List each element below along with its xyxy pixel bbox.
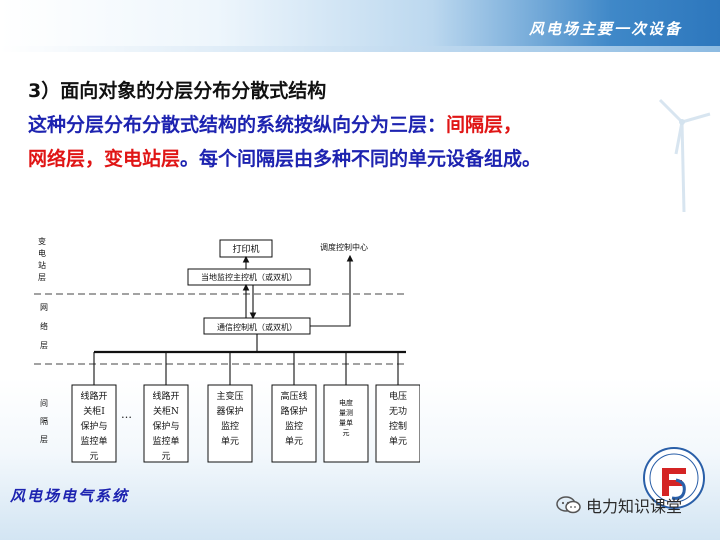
unit-drops (93, 352, 399, 385)
unit-box (323, 384, 369, 463)
unit-label-line: 监控 (221, 420, 239, 432)
unit-label-line: 高压线 (280, 390, 307, 402)
bay-layer-char: 层 (40, 435, 48, 444)
connection-lines (242, 254, 354, 346)
description-blue-text: 这种分层分布分散式结构的系统按纵向分为三层： (28, 114, 447, 136)
unit-label-line: 监控单 (80, 435, 107, 447)
wind-turbine-icon (658, 98, 711, 212)
unit-box (207, 384, 253, 463)
unit-label-line: 控制 (389, 420, 407, 432)
unit-label-line: 单元 (221, 435, 239, 447)
bay-layer-char: 间 (40, 399, 48, 408)
unit-box (143, 384, 189, 463)
description-line-2: 这种分层分布分散式结构的系统按纵向分为三层：间隔层， (28, 108, 688, 142)
printer-label: 打印机 (232, 243, 259, 255)
description-red-text-2: 网络层，变电站层 (28, 148, 181, 170)
description-blue-text-2: 。每个间隔层由多种不同的单元设备组成。 (180, 148, 542, 170)
university-logo-icon (643, 447, 705, 509)
heading-line: 3）面向对象的分层分布分散式结构 (28, 80, 327, 102)
station-layer-char: 变 (38, 236, 46, 246)
unit-label-line: 元 (89, 452, 98, 462)
local-monitor-label: 当地监控主控机（或双机） (201, 272, 297, 282)
watermark: 电力知识课堂 (556, 493, 682, 517)
unit-label-line: 单元 (389, 435, 407, 447)
station-layer-label: 变 电 站 层 (38, 236, 46, 282)
network-layer-char: 络 (40, 321, 48, 331)
station-layer-char: 层 (38, 273, 46, 282)
unit-label-line: 量测 (339, 409, 353, 417)
footer-title: 风电场电气系统 (10, 487, 130, 505)
unit-label-line: 单元 (285, 435, 303, 447)
unit-label-line: 监控 (285, 420, 303, 432)
unit-label-line: 保护与 (80, 420, 107, 432)
unit-box (375, 384, 420, 463)
unit-label-line: 量单 (339, 418, 353, 427)
unit-box (271, 384, 317, 463)
unit-label-line: 监控单 (152, 435, 179, 447)
bay-layer-char: 隔 (40, 417, 48, 426)
description-red-text: 间隔层， (446, 114, 523, 136)
network-layer-label: 网 络 层 (40, 303, 48, 350)
ellipsis: … (121, 408, 132, 421)
network-layer-char: 层 (40, 341, 48, 350)
unit-label-line: 无功 (389, 406, 407, 417)
network-layer-char: 网 (40, 303, 48, 312)
unit-label-line: 元 (343, 429, 350, 437)
text-block: 3）面向对象的分层分布分散式结构 这种分层分布分散式结构的系统按纵向分为三层：间… (28, 74, 688, 176)
comm-controller-label: 通信控制机（或双机） (217, 322, 297, 332)
unit-label-line: 元 (161, 452, 170, 462)
structure-diagram: 变 电 站 层 网 络 层 间 隔 层 打印机 调度控制中心 当地监控主控机（或… (34, 236, 420, 463)
dispatch-label: 调度控制中心 (320, 242, 368, 252)
unit-label-line: 线路开 (152, 390, 179, 402)
unit-box (71, 384, 117, 463)
unit-label-line: 主变压 (216, 390, 243, 402)
unit-label-line: 关柜N (153, 405, 179, 417)
watermark-text: 电力知识课堂 (586, 497, 683, 516)
station-layer-char: 电 (38, 248, 46, 258)
unit-label-line: 路保护 (280, 405, 307, 417)
station-layer-char: 站 (38, 260, 46, 270)
wechat-icon (556, 496, 581, 514)
unit-boxes: 线路开关柜I保护与监控单元线路开关柜N保护与监控单元主变压器保护监控单元高压线路… (71, 384, 420, 463)
unit-label-line: 电度 (339, 398, 353, 407)
unit-label-line: 保护与 (152, 420, 179, 432)
description-line-3: 网络层，变电站层。每个间隔层由多种不同的单元设备组成。 (28, 142, 688, 176)
unit-label-line: 器保护 (216, 405, 243, 417)
bay-layer-label: 间 隔 层 (40, 399, 48, 444)
header-title: 风电场主要一次设备 (528, 20, 682, 38)
unit-label-line: 电压 (389, 390, 407, 402)
header-band: 风电场主要一次设备 (0, 0, 720, 52)
unit-label-line: 关柜I (83, 405, 105, 417)
unit-label-line: 线路开 (80, 390, 107, 402)
